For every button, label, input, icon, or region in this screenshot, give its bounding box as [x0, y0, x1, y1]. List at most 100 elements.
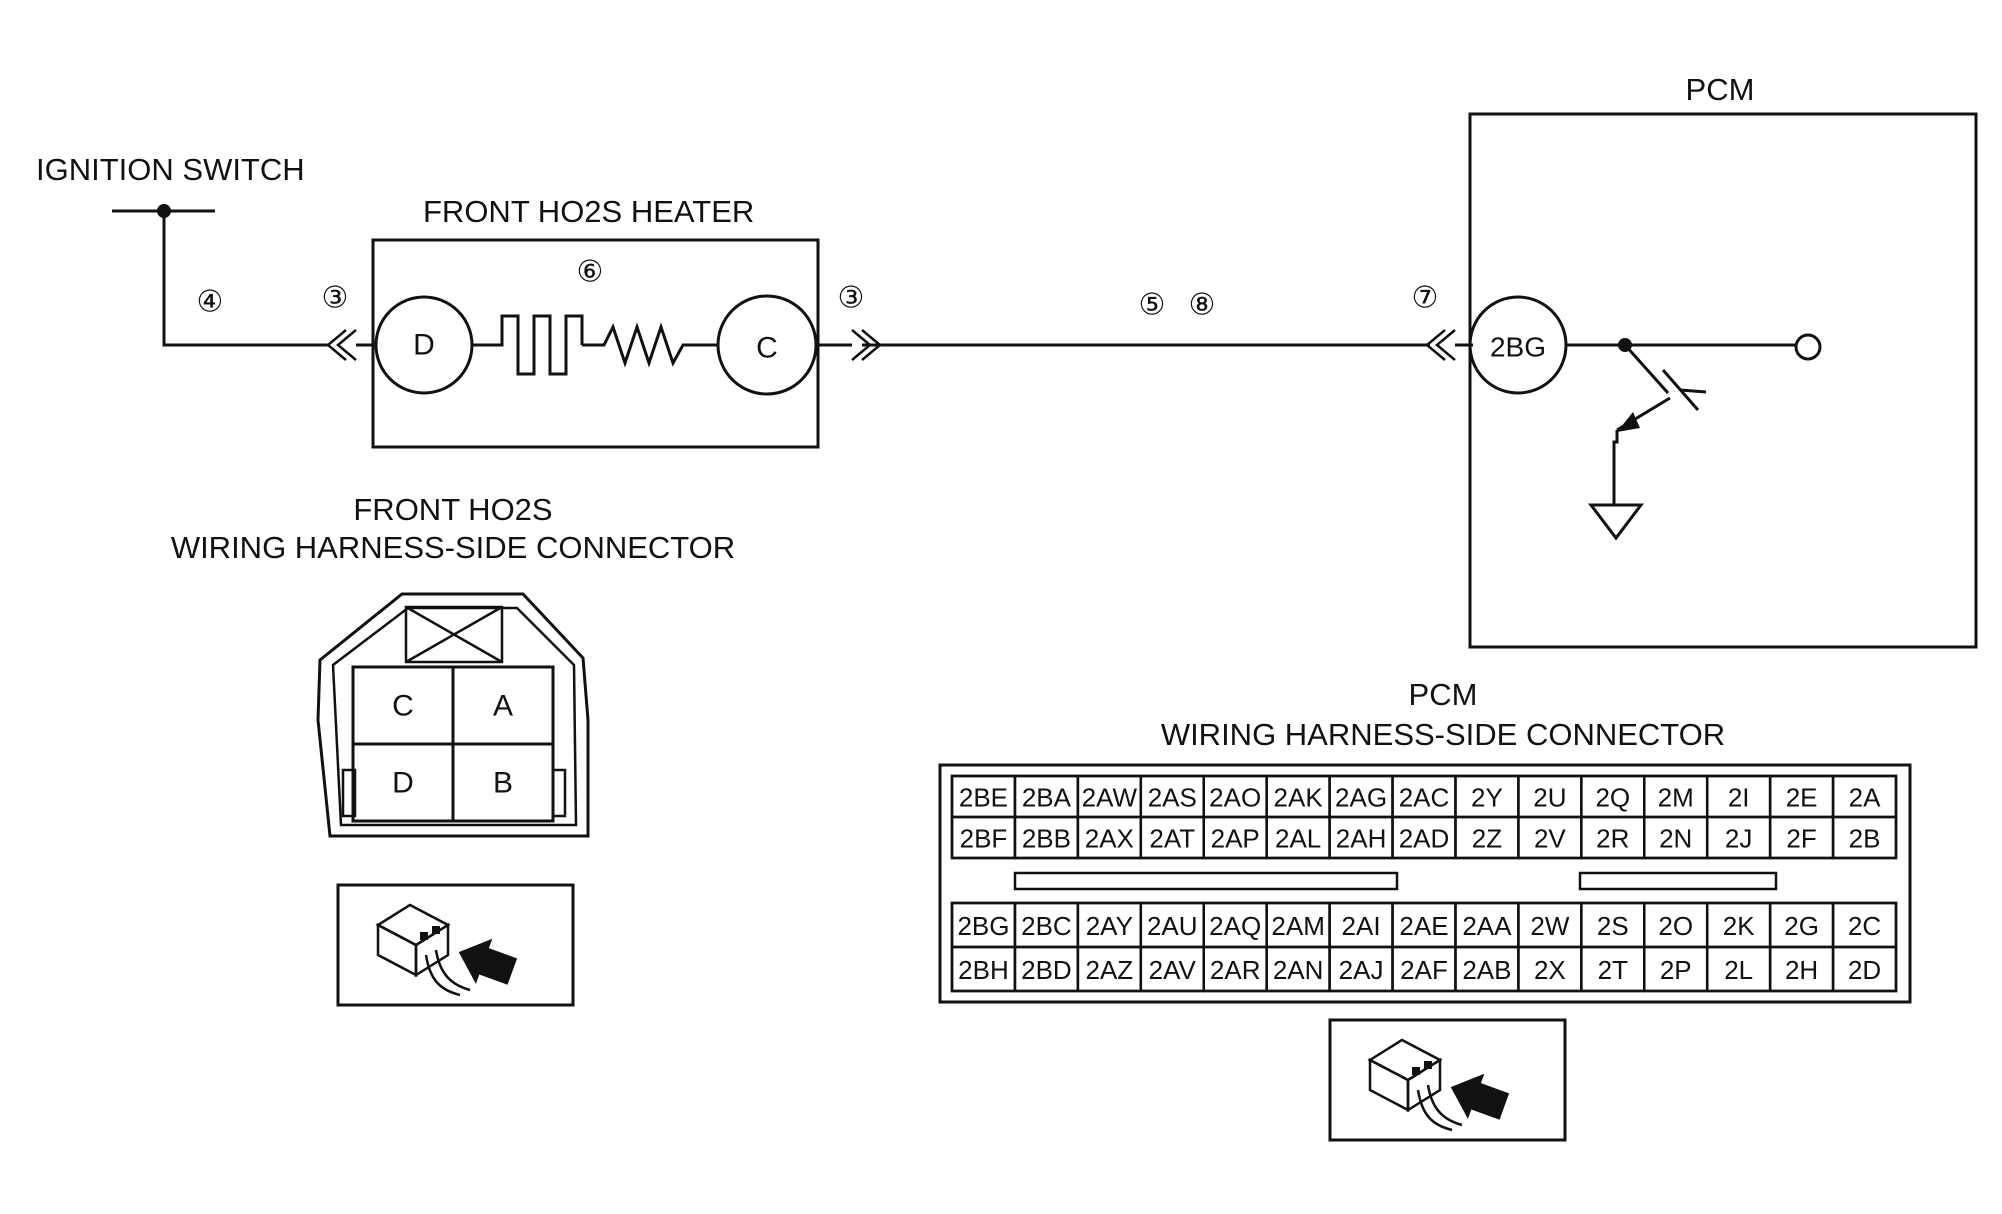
- pcm-pin-2n: 2N: [1659, 824, 1692, 854]
- circled-number-7: ⑦: [1412, 282, 1439, 315]
- pcm-pin-2aw: 2AW: [1082, 783, 1138, 813]
- resistor-symbol: [582, 322, 718, 368]
- pcm-pin-2x: 2X: [1534, 955, 1566, 985]
- pcm-connector-key-right: [1578, 871, 1778, 891]
- pcm-pin-2w: 2W: [1530, 911, 1569, 941]
- pcm-pin-2p: 2P: [1660, 955, 1692, 985]
- ignition-switch-label: IGNITION SWITCH: [36, 152, 305, 187]
- pcm-pin-2as: 2AS: [1148, 783, 1197, 813]
- pcm-pin-2ar: 2AR: [1210, 955, 1261, 985]
- pcm-pin-2a: 2A: [1849, 783, 1881, 813]
- pcm-pin-2be: 2BE: [959, 783, 1008, 813]
- pcm-pin-2bh: 2BH: [958, 955, 1009, 985]
- pcm-pin-2ay: 2AY: [1086, 911, 1133, 941]
- heater-pin-c-label: C: [756, 332, 778, 365]
- pcm-pin-2ae: 2AE: [1399, 911, 1448, 941]
- front-ho2s-heater-label: FRONT HO2S HEATER: [423, 194, 754, 229]
- pcm-pin-2v: 2V: [1534, 824, 1566, 854]
- connector-view-icon-left: [336, 883, 575, 1007]
- pcm-lower-row2-cell-box: [1831, 945, 1898, 993]
- pcm-pin-2h: 2H: [1785, 955, 1818, 985]
- front-ho2s-cell-a: A: [493, 690, 513, 723]
- pcm-pin-2q: 2Q: [1595, 783, 1630, 813]
- pcm-pin-label: 2BG: [1490, 332, 1546, 363]
- pcm-pin-2ao: 2AO: [1209, 783, 1261, 813]
- pcm-connector-grid: 2BE 2BA 2AW 2AS 2AO 2AK 2AG 2AC 2Y 2U 2Q 2M 2I 2E 2A 2B…: [950, 774, 1898, 993]
- pcm-pin-2ba: 2BA: [1022, 783, 1072, 813]
- heater-pin-d-label: D: [413, 329, 435, 362]
- connector-view-icon-right: [1328, 1018, 1567, 1142]
- pcm-pin-2bb: 2BB: [1022, 824, 1071, 854]
- pcm-pin-2b: 2B: [1849, 824, 1881, 854]
- pcm-pin-2f: 2F: [1786, 824, 1816, 854]
- pcm-pin-2ag: 2AG: [1335, 783, 1387, 813]
- pcm-pin-2ak: 2AK: [1274, 783, 1324, 813]
- front-ho2s-cell-b: B: [493, 767, 513, 800]
- circled-number-8: ⑧: [1189, 289, 1216, 322]
- pcm-pin-2ac: 2AC: [1399, 783, 1450, 813]
- pcm-terminal-circle: [1794, 333, 1822, 361]
- ground-symbol: [1587, 503, 1645, 541]
- front-ho2s-cell-d: D: [392, 767, 414, 800]
- pcm-pin-2u: 2U: [1533, 783, 1566, 813]
- pcm-pin-2z: 2Z: [1472, 824, 1502, 854]
- circled-number-6: ⑥: [577, 256, 604, 289]
- pcm-pin-2aa: 2AA: [1462, 911, 1512, 941]
- heater-element: [472, 314, 584, 376]
- pcm-conn-title-1: PCM: [1409, 677, 1478, 712]
- pcm-pin-2av: 2AV: [1149, 955, 1197, 985]
- pcm-pin-2bd: 2BD: [1021, 955, 1072, 985]
- pcm-pin-2bf: 2BF: [960, 824, 1008, 854]
- pcm-pin-2ap: 2AP: [1211, 824, 1260, 854]
- pcm-pin-2ab: 2AB: [1462, 955, 1511, 985]
- pcm-pin-2j: 2J: [1725, 824, 1752, 854]
- pcm-box: [1468, 112, 1978, 649]
- front-ho2s-cell-c: C: [392, 690, 414, 723]
- pcm-pin-2d: 2D: [1848, 955, 1881, 985]
- pcm-pin-2at: 2AT: [1149, 824, 1195, 854]
- front-ho2s-conn-title-2: WIRING HARNESS-SIDE CONNECTOR: [171, 530, 735, 565]
- pcm-pin-2af: 2AF: [1400, 955, 1448, 985]
- pcm-pin-2c: 2C: [1848, 911, 1881, 941]
- pcm-pin-2s: 2S: [1597, 911, 1629, 941]
- pcm-pin-2y: 2Y: [1471, 783, 1503, 813]
- pcm-pin-2ah: 2AH: [1336, 824, 1387, 854]
- pcm-title: PCM: [1686, 72, 1755, 107]
- pcm-pin-2o: 2O: [1658, 911, 1693, 941]
- pcm-upper-row2-cell-box: [1831, 815, 1898, 860]
- pcm-pin-2an: 2AN: [1273, 955, 1324, 985]
- connector-latch: [404, 605, 504, 664]
- connector-chevron-pcm: [1425, 329, 1456, 361]
- pcm-pin-2i: 2I: [1728, 783, 1750, 813]
- circled-number-4: ④: [197, 286, 224, 319]
- pcm-pin-2am: 2AM: [1271, 911, 1324, 941]
- pcm-pin-2aj: 2AJ: [1339, 955, 1384, 985]
- pcm-connector-body: [938, 763, 1912, 1004]
- pcm-pin-2au: 2AU: [1147, 911, 1198, 941]
- front-ho2s-connector: [316, 592, 590, 838]
- pcm-pin-2g: 2G: [1784, 911, 1819, 941]
- circled-number-5: ⑤: [1139, 289, 1166, 322]
- pcm-pin-2aq: 2AQ: [1209, 911, 1261, 941]
- pcm-pin-2bc: 2BC: [1021, 911, 1072, 941]
- transistor-symbol: [1612, 343, 1707, 505]
- circled-number-3-right: ③: [838, 282, 865, 315]
- pcm-pin-2l: 2L: [1724, 955, 1753, 985]
- pcm-pin-2al: 2AL: [1275, 824, 1321, 854]
- connector-chevron-left: [326, 329, 357, 361]
- wire-ignition-to-heater: [162, 211, 330, 347]
- pcm-pin-2e: 2E: [1786, 783, 1818, 813]
- pcm-pin-2ai: 2AI: [1342, 911, 1381, 941]
- circled-number-3-left: ③: [322, 282, 349, 315]
- pcm-conn-title-2: WIRING HARNESS-SIDE CONNECTOR: [1161, 717, 1725, 752]
- pcm-pin-2az: 2AZ: [1085, 955, 1133, 985]
- pcm-pin-2m: 2M: [1658, 783, 1694, 813]
- pcm-pin-2k: 2K: [1723, 911, 1755, 941]
- pcm-pin-2bg: 2BG: [957, 911, 1009, 941]
- pcm-connector-key-left: [1013, 871, 1399, 891]
- front-ho2s-conn-title-1: FRONT HO2S: [353, 492, 552, 527]
- pcm-pin-2ad: 2AD: [1399, 824, 1450, 854]
- pcm-pin-2ax: 2AX: [1085, 824, 1134, 854]
- pcm-pin-2t: 2T: [1598, 955, 1628, 985]
